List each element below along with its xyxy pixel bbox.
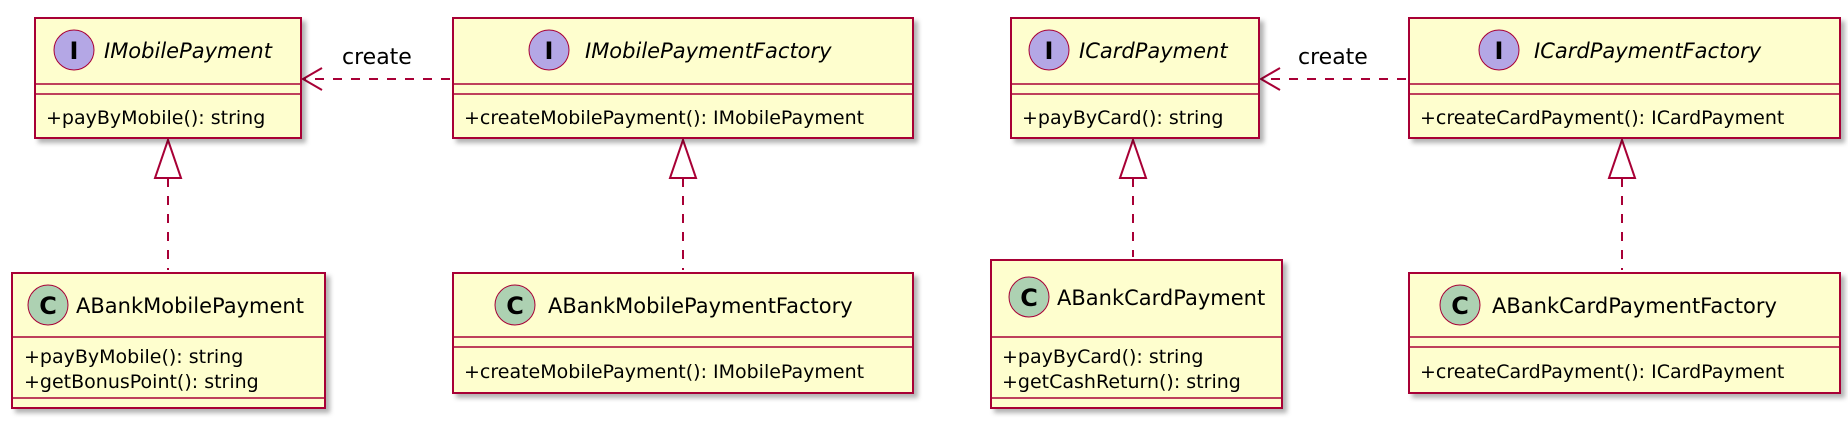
- class-badge-letter: C: [39, 292, 57, 320]
- interface-icardpayment[interactable]: I ICardPayment +payByCard(): string: [1010, 17, 1260, 139]
- class-member: +payByMobile(): string: [24, 346, 243, 368]
- interface-member: +payByMobile(): string: [46, 107, 265, 129]
- interface-name: ICardPaymentFactory: [1534, 39, 1762, 63]
- interface-badge-icon: [1478, 29, 1520, 71]
- realization-card-factory: [1607, 136, 1637, 270]
- interface-icardpaymentfactory[interactable]: I ICardPaymentFactory +createCardPayment…: [1408, 17, 1841, 139]
- realization-mobile-factory: [668, 136, 698, 270]
- interface-member: +payByCard(): string: [1022, 107, 1223, 129]
- interface-member: +createCardPayment(): ICardPayment: [1420, 107, 1784, 129]
- interface-box: [1408, 17, 1841, 139]
- class-name: ABankMobilePaymentFactory: [548, 294, 853, 318]
- realization-triangle: [1607, 136, 1637, 179]
- class-abankmobilepayment[interactable]: C ABankMobilePayment +payByMobile(): str…: [11, 272, 326, 409]
- interface-member: +createMobilePayment(): IMobilePayment: [464, 107, 864, 129]
- class-member: +payByCard(): string: [1002, 346, 1203, 368]
- interface-badge-letter: I: [1495, 37, 1504, 65]
- class-member: +createCardPayment(): ICardPayment: [1420, 361, 1784, 383]
- interface-name: IMobilePayment: [104, 39, 273, 63]
- interface-imobilepaymentfactory[interactable]: I IMobilePaymentFactory +createMobilePay…: [452, 17, 914, 139]
- interface-badge-letter: I: [1045, 37, 1054, 65]
- realization-triangle: [153, 136, 183, 179]
- create-relation-mobile: create: [301, 45, 450, 91]
- realization-card-payment: [1118, 136, 1148, 257]
- realization-triangle: [1118, 136, 1148, 179]
- class-badge-letter: C: [1020, 284, 1038, 312]
- interface-badge-letter: I: [545, 37, 554, 65]
- create-label-card: create: [1298, 45, 1368, 70]
- class-badge-icon: [1439, 284, 1481, 326]
- interface-box: [452, 17, 914, 139]
- class-badge-icon: [1008, 276, 1050, 318]
- interface-badge-icon: [528, 29, 570, 71]
- create-relation-card: create: [1259, 45, 1406, 91]
- class-abankcardpaymentfactory[interactable]: C ABankCardPaymentFactory +createCardPay…: [1408, 272, 1841, 394]
- class-badge-letter: C: [506, 292, 524, 320]
- class-name: ABankMobilePayment: [76, 294, 304, 318]
- interface-badge-icon: [1028, 29, 1070, 71]
- class-badge-letter: C: [1451, 292, 1469, 320]
- class-abankcardpayment[interactable]: C ABankCardPayment +payByCard(): string …: [990, 259, 1283, 409]
- class-member: +createMobilePayment(): IMobilePayment: [464, 361, 864, 383]
- class-name: ABankCardPayment: [1057, 286, 1265, 310]
- class-member: +getCashReturn(): string: [1002, 371, 1241, 393]
- class-member: +getBonusPoint(): string: [24, 371, 259, 393]
- create-arrow-head-card: [1259, 67, 1281, 91]
- interface-name: ICardPayment: [1079, 39, 1228, 63]
- class-abankmobilepaymentfactory[interactable]: C ABankMobilePaymentFactory +createMobil…: [452, 272, 914, 394]
- class-badge-icon: [494, 284, 536, 326]
- create-label-mobile: create: [342, 45, 412, 70]
- interface-badge-icon: [53, 29, 95, 71]
- class-name: ABankCardPaymentFactory: [1492, 294, 1777, 318]
- interface-imobilepayment[interactable]: I IMobilePayment +payByMobile(): string: [34, 17, 302, 139]
- realization-mobile-payment: [153, 136, 183, 270]
- interface-badge-letter: I: [70, 37, 79, 65]
- class-badge-icon: [27, 284, 69, 326]
- create-arrow-head-mobile: [301, 67, 323, 91]
- realization-triangle: [668, 136, 698, 179]
- class-box: [1408, 272, 1841, 394]
- interface-name: IMobilePaymentFactory: [585, 39, 832, 63]
